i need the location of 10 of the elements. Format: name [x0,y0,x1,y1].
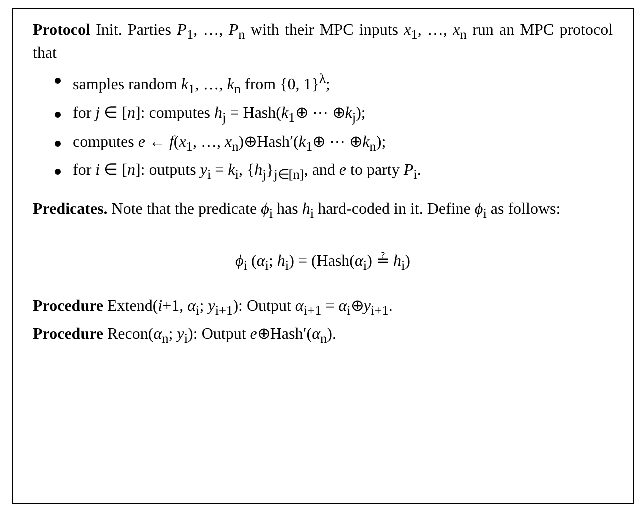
bullet-item-text: samples random k$_{1}$, …, k$_{n}$ from {0, 1}$^{λ}$; [73,70,332,98]
paragraph: Procedure Extend(i+1, α$_{i}$; y$_{i+1}$): Output α$_{i+1}$ = α$_{i}$⊕y$_{i+1}$. [33,296,394,320]
paragraph: Procedure Recon(α$_{n}$; y$_{i}$): Output e⊕Hash′(α$_{n}$). [33,325,338,348]
bullet-item-text: for i ∈ [n]: outputs y$_{i}$ = k$_{i}$, {h$_{j}$}$_{j∈[n]}$, and e to party P$_{i}$. [73,161,422,184]
paragraph: Protocol Init. Parties P$_{1}$, …, P$_{n}$ with their MPC inputs x$_{1}$, …, x$_{n}$ run an MPC protocol that [33,21,613,64]
bullet-item-text: for j ∈ [n]: computes h$_{j}$ = Hash(k$_{1}$⊕ ⋯ ⊕k$_{j}$); [73,104,367,127]
formula: ϕ$_{i}$ (α$_{i}$; h$_{i}$) = (Hash(α$_{i}$) ≟ h$_{i}$) [234,252,412,275]
paragraph: Predicates. Note that the predicate ϕ$_{i}$ has h$_{i}$ hard-coded in it. Define ϕ$_{i}$ as follows: [33,200,562,222]
text-frame [12,8,634,504]
bullet-item-text: computes e ← f(x$_{1}$, …, x$_{n}$)⊕Hash′(k$_{1}$⊕ ⋯ ⊕k$_{n}$); [73,132,388,156]
